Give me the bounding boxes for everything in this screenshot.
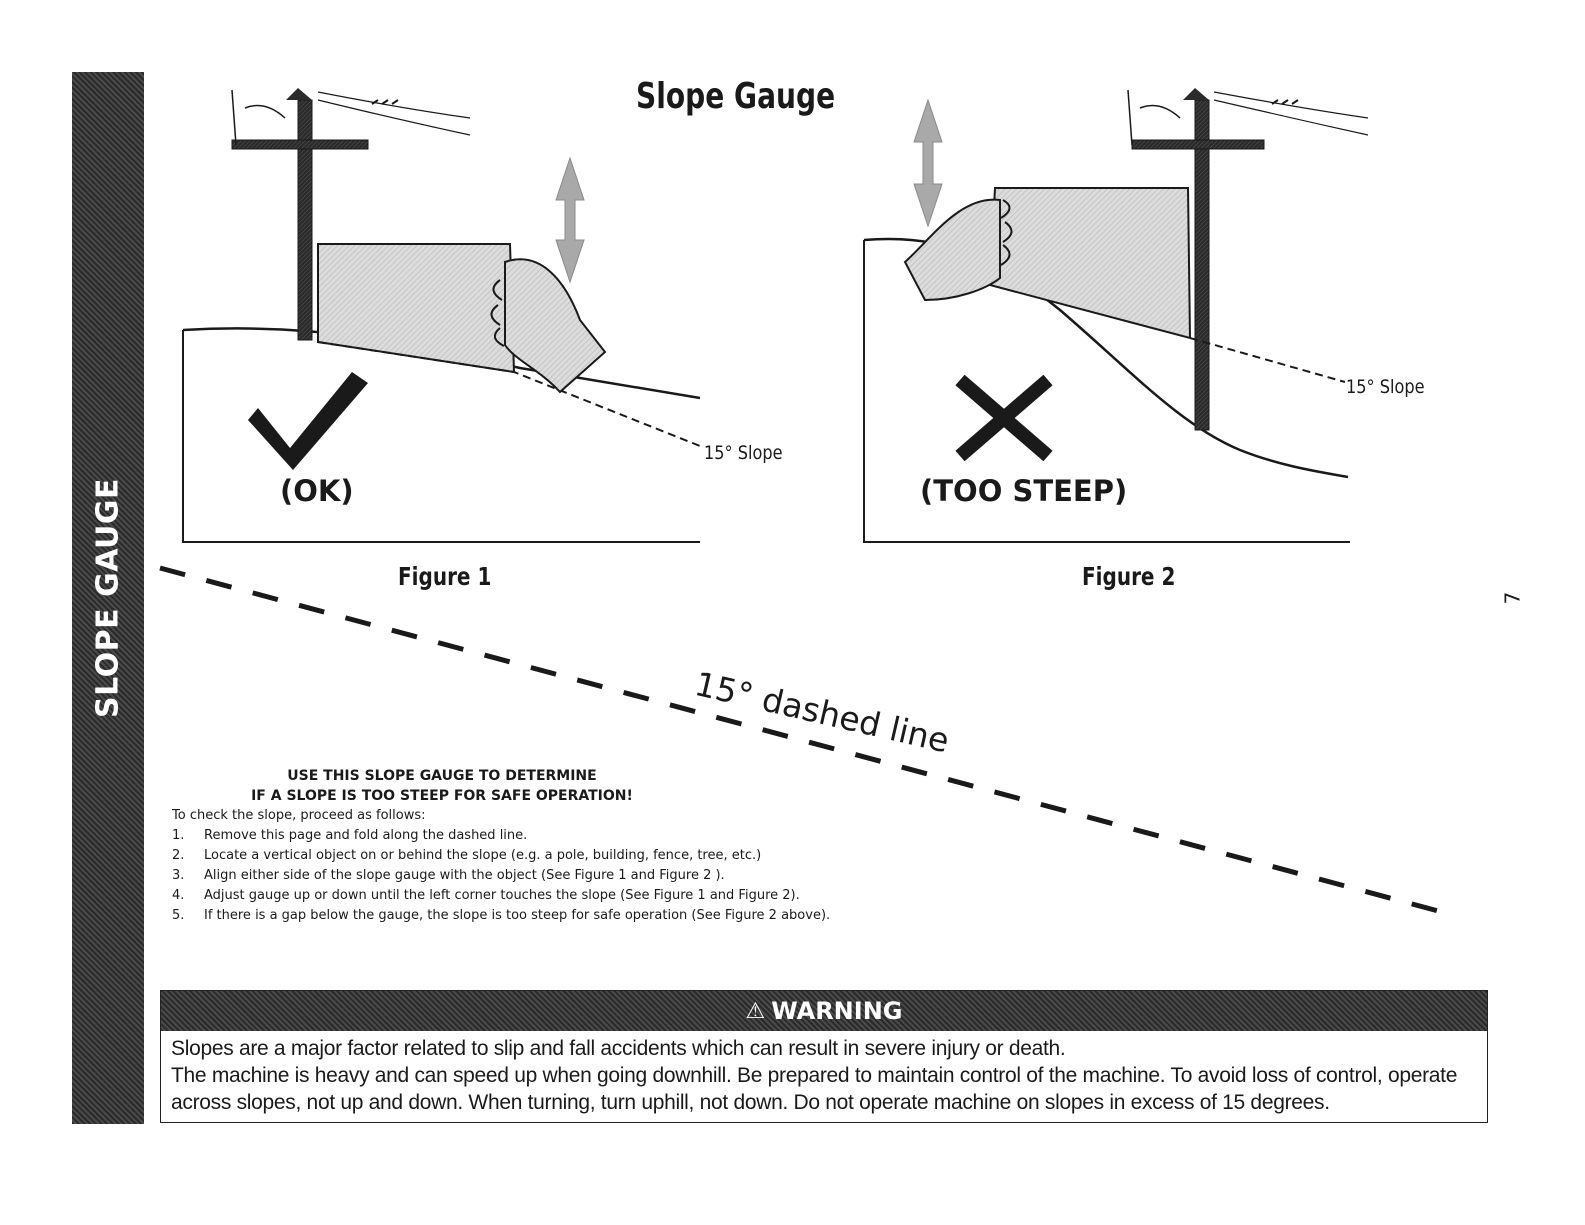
figure2-caption: Figure 2: [1082, 562, 1176, 591]
instruction-step: 3. Align either side of the slope gauge w…: [172, 866, 872, 886]
instruction-step: 1. Remove this page and fold along the da…: [172, 826, 872, 846]
x-mark-icon: [955, 374, 1053, 462]
figure1-utility-pole: [231, 88, 471, 341]
figure2-gauge-card: [988, 187, 1192, 340]
warning-title: WARNING: [771, 997, 903, 1025]
step-number: 4.: [172, 888, 185, 903]
warning-body: Slopes are a major factor related to sli…: [161, 1031, 1487, 1116]
page-number: 7: [1500, 591, 1525, 605]
step-text: Align either side of the slope gauge wit…: [204, 868, 725, 883]
step-number: 3.: [172, 868, 185, 883]
figure2-up-down-arrow: [913, 98, 943, 228]
instructions-heading-line1: USE THIS SLOPE GAUGE TO DETERMINE: [287, 768, 597, 784]
instructions-heading-line2: IF A SLOPE IS TOO STEEP FOR SAFE OPERATI…: [251, 788, 633, 804]
warning-box: ⚠ WARNING Slopes are a major factor rela…: [160, 990, 1488, 1123]
fold-dashed-line: [159, 565, 1443, 915]
step-text: Remove this page and fold along the dash…: [204, 828, 528, 843]
figure2-illustration: [863, 88, 1369, 543]
warning-triangle-icon: ⚠: [745, 998, 766, 1024]
step-number: 2.: [172, 848, 185, 863]
figure1-hand: [504, 258, 607, 394]
page-title: Slope Gauge: [636, 76, 836, 117]
figure2-utility-pole: [1127, 88, 1369, 431]
instructions-heading: USE THIS SLOPE GAUGE TO DETERMINE IF A S…: [182, 766, 702, 806]
step-text: If there is a gap below the gauge, the s…: [204, 908, 831, 923]
instruction-step: 4. Adjust gauge up or down until the left…: [172, 886, 872, 906]
instructions-intro: To check the slope, proceed as follows:: [172, 808, 426, 823]
side-tab: [72, 72, 144, 1124]
figure1-status-label: (OK): [280, 474, 354, 508]
instruction-step: 2. Locate a vertical object on or behind …: [172, 846, 872, 866]
step-text: Adjust gauge up or down until the left c…: [204, 888, 800, 903]
instructions-steps: 1. Remove this page and fold along the da…: [172, 826, 872, 926]
warning-line: Slopes are a major factor related to sli…: [171, 1037, 1066, 1060]
figure1-caption: Figure 1: [398, 562, 492, 591]
warning-line: The machine is heavy and can speed up wh…: [171, 1064, 1458, 1114]
check-mark-icon: [248, 372, 368, 470]
figure1-up-down-arrow: [555, 156, 585, 284]
figure1-illustration: [182, 88, 701, 543]
step-number: 5.: [172, 908, 185, 923]
figure2-status-label: (TOO STEEP): [920, 474, 1128, 508]
warning-header: ⚠ WARNING: [161, 991, 1487, 1031]
instructions: USE THIS SLOPE GAUGE TO DETERMINE IF A S…: [172, 766, 872, 926]
figure1-slope-label: 15° Slope: [704, 442, 783, 464]
figure2-hand: [903, 198, 1001, 302]
instruction-step: 5. If there is a gap below the gauge, the…: [172, 906, 872, 926]
step-number: 1.: [172, 828, 185, 843]
figure2-slope-label: 15° Slope: [1346, 376, 1425, 398]
figure1-gauge-card: [317, 243, 516, 374]
step-text: Locate a vertical object on or behind th…: [204, 848, 762, 863]
